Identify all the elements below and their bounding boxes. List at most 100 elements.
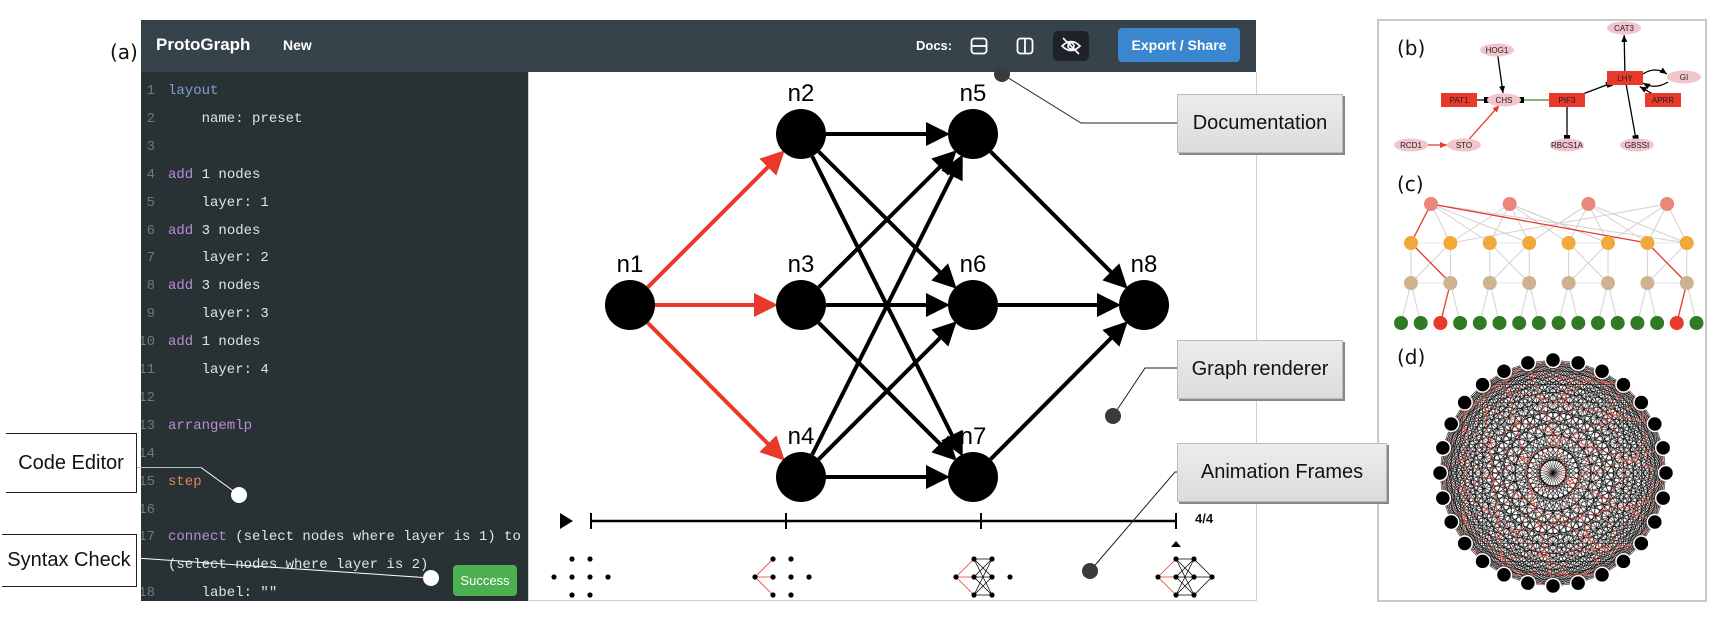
thumbnail-node xyxy=(1191,556,1197,562)
circular-edge xyxy=(1439,472,1505,575)
circular-node xyxy=(1495,362,1513,380)
circular-edge xyxy=(1527,402,1642,584)
thumbnail-node xyxy=(569,574,575,580)
hierarchy-edge xyxy=(1430,203,1648,244)
thumbnail-edge xyxy=(973,576,993,596)
circular-edge xyxy=(1482,384,1505,575)
thumbnail-node xyxy=(1173,574,1179,580)
circular-edge xyxy=(1552,359,1624,562)
code-token: add xyxy=(168,166,194,183)
circular-edge xyxy=(1527,362,1579,584)
hierarchy-node xyxy=(1669,316,1684,330)
circular-edge xyxy=(1503,370,1642,544)
circular-node xyxy=(1544,577,1562,595)
thumbnail-edge xyxy=(1193,558,1213,578)
thumbnail-node xyxy=(989,574,995,580)
line-number: 1 xyxy=(146,83,155,99)
circular-edge xyxy=(1450,362,1529,425)
thumbnail-node xyxy=(569,556,575,562)
eye-off-icon[interactable] xyxy=(1053,31,1089,61)
network-node-label: RBCS1A xyxy=(1551,141,1584,150)
export-share-button[interactable]: Export / Share xyxy=(1118,28,1240,62)
animation-frame-thumbnail[interactable] xyxy=(953,556,1013,598)
play-icon[interactable] xyxy=(560,513,573,529)
code-token: layout xyxy=(168,83,219,99)
circular-edge xyxy=(1527,362,1664,449)
circular-edge xyxy=(1442,384,1483,499)
circular-edge xyxy=(1450,423,1603,576)
circular-edge xyxy=(1439,402,1642,474)
graph-node-label: n5 xyxy=(960,80,987,107)
thumbnail-edge xyxy=(754,576,774,596)
circular-edge xyxy=(1442,497,1642,544)
thumbnail-node xyxy=(788,556,794,562)
circular-edge xyxy=(1482,362,1529,562)
split-vertical-icon[interactable] xyxy=(1007,31,1043,61)
callout-anchor-dot xyxy=(231,487,247,503)
code-text: layer: 3 xyxy=(168,304,269,324)
code-token: layer: 3 xyxy=(168,306,269,323)
animation-frame-thumbnail[interactable] xyxy=(1155,556,1215,598)
thumbnail-node xyxy=(1007,574,1013,580)
circular-node xyxy=(1474,553,1491,570)
animation-frame-thumbnail[interactable] xyxy=(551,556,611,598)
hierarchy-node xyxy=(1551,316,1566,330)
circular-edge xyxy=(1439,362,1529,474)
code-token: add xyxy=(168,278,194,295)
code-text: add 3 nodes xyxy=(168,276,260,296)
graph-node-label: n6 xyxy=(960,251,987,278)
network-node-label: CHS xyxy=(1496,96,1513,105)
hierarchy-edge xyxy=(1450,203,1510,244)
line-number: 8 xyxy=(146,278,155,295)
hierarchy-edge xyxy=(1509,203,1530,244)
hierarchy-node xyxy=(1443,276,1458,290)
graph-edge-n1-n4 xyxy=(646,321,785,461)
circular-edge xyxy=(1482,359,1554,562)
circular-edge xyxy=(1464,362,1529,403)
circular-edge xyxy=(1527,362,1655,425)
circular-node xyxy=(1569,354,1587,372)
documentation-leader-line xyxy=(1001,73,1177,124)
thumbnail-edge xyxy=(955,576,975,596)
hierarchy-edge xyxy=(1450,203,1668,244)
callout-anchor-dot xyxy=(1082,563,1098,579)
new-button[interactable]: New xyxy=(283,37,312,53)
graph-node-n6 xyxy=(948,280,998,330)
network-node-ellipse xyxy=(1394,138,1428,152)
circular-edge xyxy=(1464,362,1529,544)
split-horizontal-icon[interactable] xyxy=(961,31,997,61)
code-text: step xyxy=(168,472,202,492)
circular-edge xyxy=(1442,447,1624,562)
circular-edge xyxy=(1442,362,1529,449)
network-node-rect xyxy=(1549,93,1585,107)
line-number: 17 xyxy=(141,529,155,546)
network-node-label: PIF3 xyxy=(1559,96,1576,105)
code-token: 1 nodes xyxy=(193,334,261,351)
circular-edge xyxy=(1439,472,1642,544)
hierarchy-edge xyxy=(1666,203,1688,244)
animation-frame-thumbnail[interactable] xyxy=(752,556,812,598)
graph-node-label: n8 xyxy=(1131,251,1158,278)
network-edge xyxy=(1463,104,1500,146)
circular-edge xyxy=(1450,423,1579,584)
circular-edge xyxy=(1577,362,1603,575)
circular-edge xyxy=(1450,423,1466,544)
line-number: 16 xyxy=(141,501,155,518)
thumbnail-node xyxy=(770,592,776,598)
code-token: 3 nodes xyxy=(193,278,261,295)
graph-renderer-canvas[interactable] xyxy=(528,72,1257,601)
network-node-ellipse xyxy=(1480,43,1514,57)
graph-node-n4 xyxy=(776,452,826,502)
figure-label-b: (b) xyxy=(1397,36,1426,60)
hierarchy-node xyxy=(1660,197,1675,211)
network-node-ellipse xyxy=(1667,70,1701,84)
hierarchy-node xyxy=(1679,276,1694,290)
circular-node xyxy=(1431,464,1449,482)
code-token: layer: 1 xyxy=(168,194,269,211)
network-node-label: GI xyxy=(1680,73,1688,82)
code-token: name: preset xyxy=(168,110,303,127)
circular-edge xyxy=(1527,362,1656,523)
circular-edge xyxy=(1527,362,1603,575)
thumbnail-edge xyxy=(973,558,993,578)
